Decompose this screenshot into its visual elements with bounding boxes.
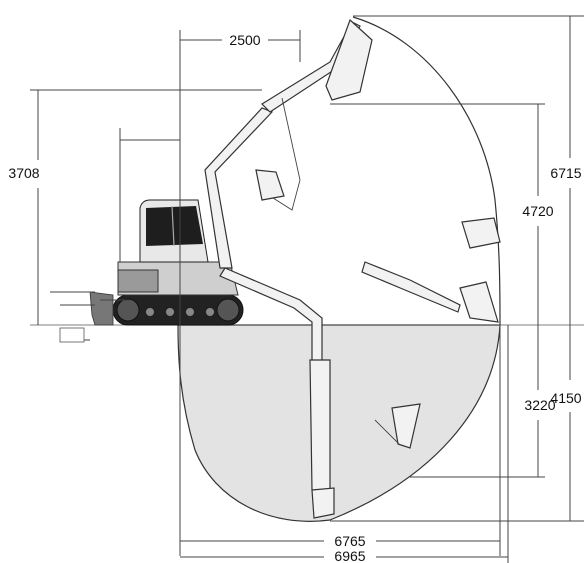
dim-cab-front: [119, 128, 180, 262]
bucket-mid-high: [255, 169, 285, 201]
bucket-high: [325, 18, 373, 101]
label-top-reach: 2500: [229, 32, 260, 48]
label-max-dump-height: 4720: [522, 203, 553, 219]
track-idler: [116, 298, 140, 322]
label-dozer-height: 3708: [8, 165, 39, 181]
stick-high: [261, 21, 361, 113]
track-rollers: [146, 308, 214, 316]
excavator-machine: [89, 199, 244, 326]
boom-high: [204, 107, 274, 269]
bucket-mid-1: [461, 217, 501, 249]
cab-window: [146, 206, 203, 246]
cab-window-frame: [171, 205, 175, 247]
label-vertical-wall-depth: 3220: [524, 397, 555, 413]
dim-dozer-height: 3708: [8, 89, 262, 325]
arm-positions: [204, 18, 501, 519]
below-ground-envelope: [177, 324, 501, 522]
label-reach-at-ground: 6765: [334, 533, 365, 549]
dim-max-dump-height: 4720: [330, 103, 554, 325]
bucket-wall: [391, 403, 421, 449]
dim-max-reach: 6965: [180, 325, 509, 563]
dim-max-digging-height: 6715: [353, 15, 584, 325]
bucket-mid-2: [459, 281, 499, 323]
stick-mid: [361, 261, 461, 313]
dim-top-reach: 2500: [179, 30, 301, 340]
track-sprocket: [216, 298, 240, 322]
bucket-low: [311, 487, 335, 519]
above-ground-envelope: [352, 16, 501, 326]
label-max-digging-depth: 4150: [550, 390, 581, 406]
dozer-blade: [89, 291, 114, 326]
dim-max-digging-depth: 4150: [330, 325, 584, 522]
label-max-digging-height: 6715: [550, 165, 581, 181]
label-max-reach: 6965: [334, 548, 365, 563]
blade-depth-box: [59, 327, 85, 343]
dim-reach-at-ground: 6765: [179, 325, 501, 556]
dim-vertical-wall-depth: 3220: [410, 325, 556, 478]
counterweight: [117, 269, 159, 293]
stick-low: [309, 359, 331, 501]
dim-dozer-blade: [50, 291, 95, 343]
